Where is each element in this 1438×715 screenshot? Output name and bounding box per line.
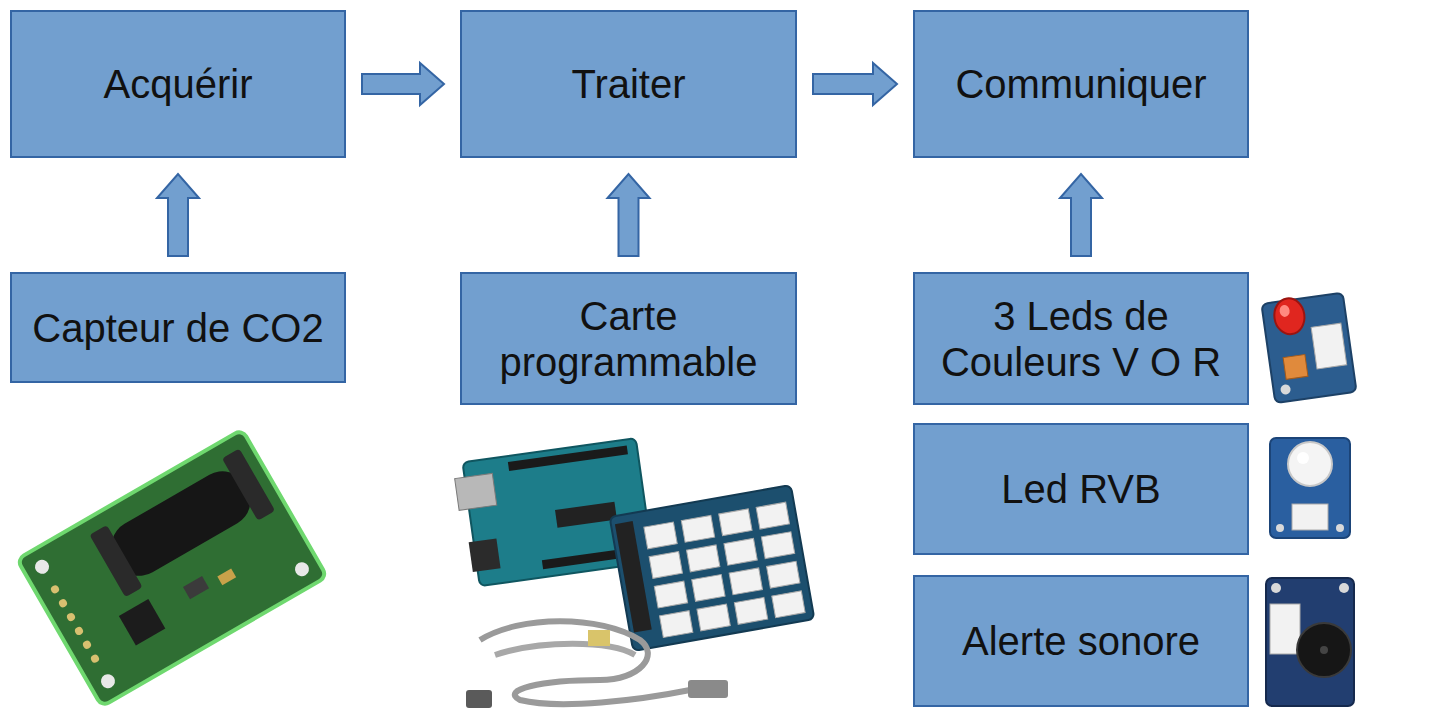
box-label: Traiter <box>571 61 685 107</box>
sensor-chip <box>119 599 165 645</box>
box-label: Alerte sonore <box>962 618 1200 664</box>
grove-connector <box>654 581 687 608</box>
led-highlight <box>1297 452 1309 464</box>
grove-connector <box>772 591 805 618</box>
block-arrow <box>1060 174 1102 256</box>
grove-connector <box>761 532 794 559</box>
buzzer-module-photo <box>1266 578 1354 706</box>
grove-connector <box>697 604 730 631</box>
process-box: Traiter <box>460 10 797 158</box>
pin-pad <box>74 625 85 636</box>
process-box: 3 Leds de Couleurs V O R <box>913 272 1249 405</box>
grove-connector <box>767 561 800 588</box>
box-label: Carte programmable <box>478 293 779 385</box>
cable-tie <box>588 630 610 646</box>
grove-connector <box>1292 504 1328 530</box>
header-pins <box>508 445 628 471</box>
grove-connector <box>719 509 752 536</box>
pin-pad <box>66 612 77 623</box>
pin-pad <box>58 598 69 609</box>
grove-connector <box>729 568 762 595</box>
process-box: Led RVB <box>913 423 1249 555</box>
usb-plug <box>688 680 728 698</box>
usb-socket <box>455 473 497 510</box>
sensor-component <box>217 568 236 585</box>
sensor-component <box>183 576 209 599</box>
block-arrow <box>157 174 199 256</box>
grove-connector <box>681 515 714 542</box>
pin-pad <box>90 653 101 664</box>
grove-shield-photo <box>610 485 815 651</box>
box-label: Led RVB <box>1001 466 1160 512</box>
grove-connector <box>1311 323 1347 369</box>
mount-hole <box>292 560 311 579</box>
process-box: Carte programmable <box>460 272 797 405</box>
usb-cable-photo <box>466 621 728 708</box>
box-label: Capteur de CO2 <box>32 305 323 351</box>
grove-connector <box>756 502 789 529</box>
led-module-photo <box>1261 291 1356 403</box>
mount-hole <box>1280 384 1291 395</box>
block-arrow <box>813 63 897 105</box>
header-pins <box>615 521 652 632</box>
rgb-led-module-photo <box>1270 438 1350 538</box>
mount-hole <box>1336 524 1344 532</box>
pin-pad <box>82 639 93 650</box>
module-pcb <box>1266 578 1354 706</box>
box-label: Acquérir <box>104 61 253 107</box>
mount-hole <box>1339 583 1349 593</box>
block-arrow <box>362 63 444 105</box>
sensor-chamber-cap <box>89 525 142 597</box>
mount-hole <box>1276 524 1284 532</box>
potentiometer <box>1283 354 1308 379</box>
grove-connector <box>644 522 677 549</box>
box-label: 3 Leds de Couleurs V O R <box>931 293 1231 385</box>
grove-connector <box>734 597 767 624</box>
process-box: Acquérir <box>10 10 346 158</box>
led-highlight <box>1279 304 1291 317</box>
mount-hole <box>1271 583 1281 593</box>
sensor-chamber-cap <box>222 448 275 520</box>
grove-connector <box>1270 604 1300 654</box>
mount-hole <box>98 672 117 691</box>
pin-pad <box>50 584 61 595</box>
module-pcb <box>1261 293 1356 403</box>
process-box: Alerte sonore <box>913 575 1249 707</box>
module-pcb <box>1270 438 1350 538</box>
buzzer-hole <box>1320 646 1328 654</box>
process-box: Capteur de CO2 <box>10 272 346 383</box>
red-led <box>1272 296 1307 336</box>
sensor-pcb <box>17 429 327 706</box>
co2-sensor-photo <box>17 429 327 706</box>
shield-pcb <box>610 485 815 651</box>
process-box: Communiquer <box>913 10 1249 158</box>
block-arrow <box>608 174 650 256</box>
usb-plug <box>466 690 492 708</box>
grove-connector <box>660 611 693 638</box>
box-label: Communiquer <box>955 61 1206 107</box>
mount-hole <box>32 557 51 576</box>
grove-connector <box>649 552 682 579</box>
rgb-led <box>1288 442 1332 486</box>
microcontroller <box>555 502 617 528</box>
power-jack <box>469 538 501 572</box>
grove-connector <box>692 574 725 601</box>
usb-cable <box>480 621 690 704</box>
buzzer <box>1297 623 1351 677</box>
usb-cable <box>495 644 635 655</box>
grove-connector <box>687 545 720 572</box>
grove-connector <box>724 538 757 565</box>
